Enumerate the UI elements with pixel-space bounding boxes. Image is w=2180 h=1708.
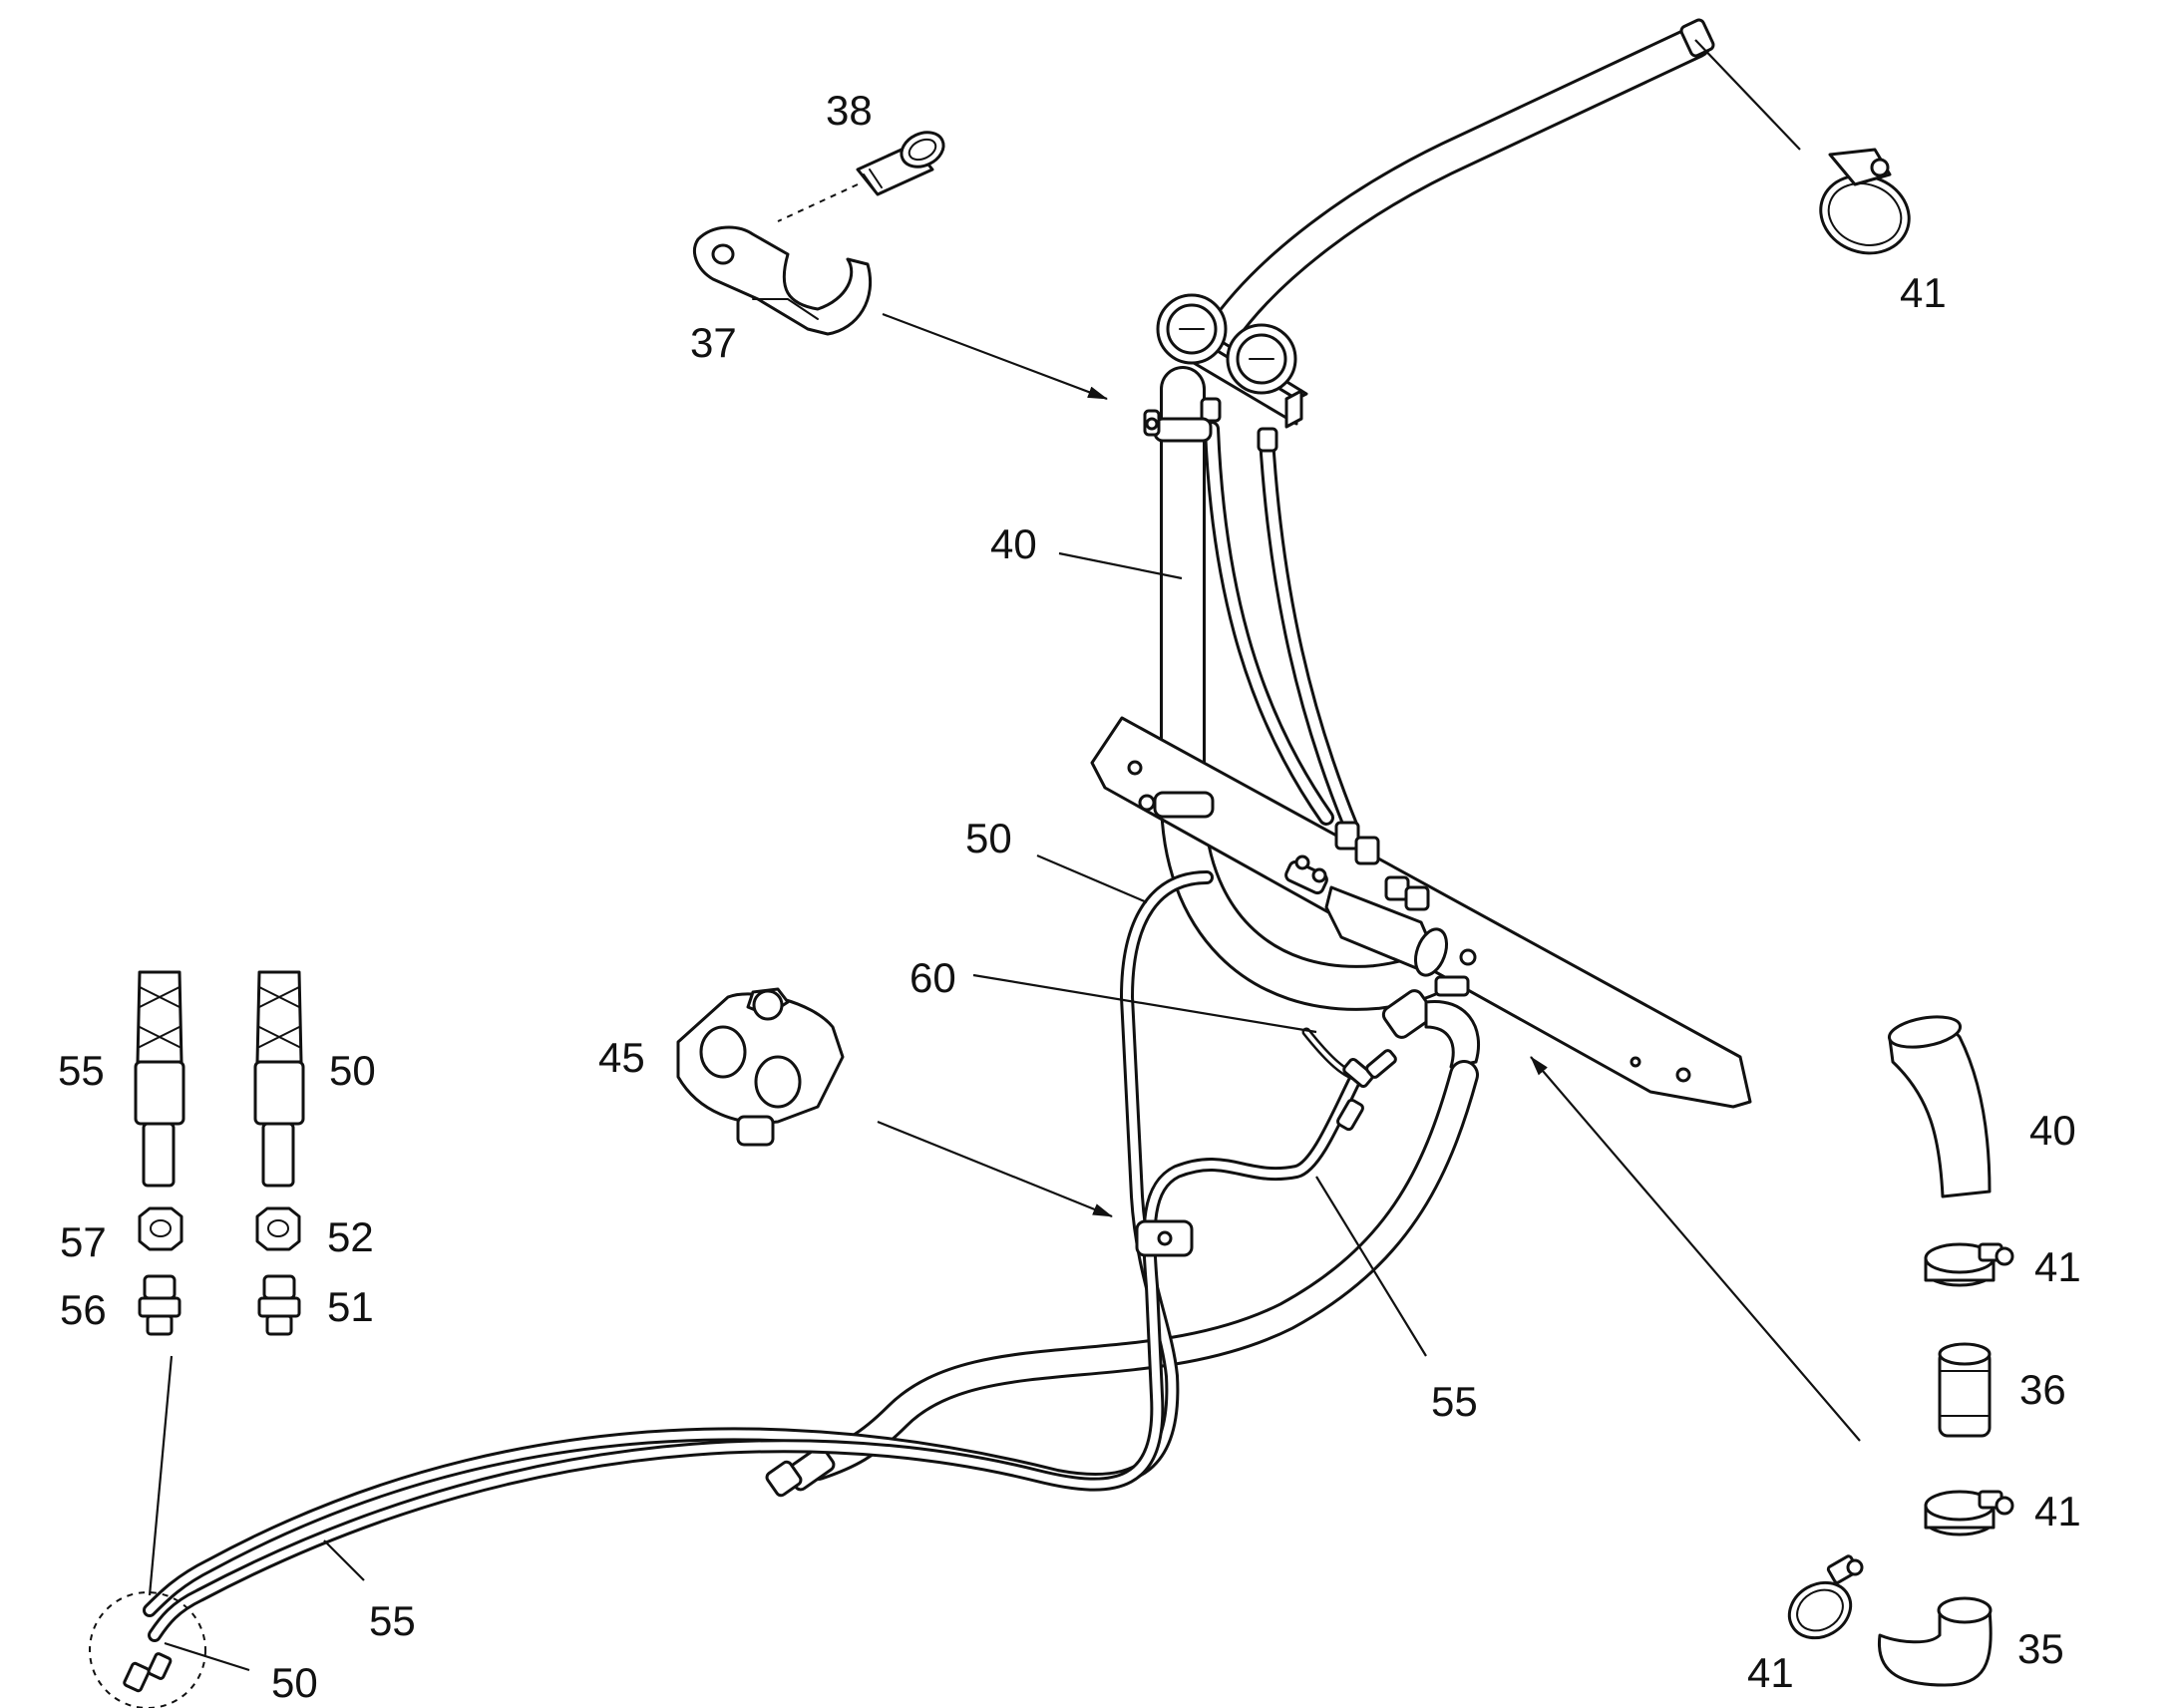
bolt-axis-line [777,183,859,222]
bolt-38 [856,131,945,196]
clamp-37 [693,225,873,336]
elbow-fitting [1381,989,1481,1069]
hose-55 [148,1070,1363,1642]
callout-55-mid: 55 [1431,1378,1478,1425]
gauge-bracket [1156,293,1308,453]
callout-52: 52 [327,1213,374,1260]
callout-55-detail: 55 [58,1047,105,1094]
gauge-icon [1156,293,1228,365]
gauge-icon [1226,323,1297,395]
hose-end-50-detail [253,970,305,1188]
elbow-hose-35 [1877,1596,1993,1687]
callout-40-right: 40 [2029,1107,2076,1154]
callout-40-main: 40 [990,520,1037,567]
callout-41-top: 41 [1900,269,1947,316]
hose-clamp-top [1143,409,1213,443]
hose-clamp-middle [1138,791,1215,819]
callout-45: 45 [598,1034,645,1081]
callout-50-main: 50 [965,815,1012,861]
main-hose-40 [1160,366,1469,1011]
hose-clamp-41-top [1819,148,1911,255]
callout-38: 38 [826,87,873,134]
nut-57 [138,1206,183,1251]
callout-60: 60 [909,954,956,1001]
detail-circle [89,1591,206,1708]
callout-35: 35 [2017,1625,2064,1672]
twin-clamp [1135,1219,1194,1257]
gauge-pipes [1204,421,1359,836]
receiver-cylinder [1324,885,1477,997]
arrow-icon [877,1120,1113,1218]
hose-60 [1301,1027,1397,1132]
hose-connector-36 [1938,1342,1992,1438]
hose-clamp-41-bottom [1787,1554,1864,1640]
large-hose-55 [765,1060,1479,1498]
callout-51: 51 [327,1283,374,1330]
nipple-56 [138,1274,182,1336]
callout-55-bottom: 55 [369,1597,416,1644]
callout-36: 36 [2019,1366,2066,1413]
arrow-icon [1530,1056,1861,1442]
arrow-icon [882,312,1108,401]
nut-52 [255,1206,301,1251]
hose-clamp-41-r1 [1924,1242,2014,1287]
callout-57: 57 [60,1218,107,1265]
callout-41-r1: 41 [2034,1243,2081,1290]
hose-bend-40 [1887,1015,1992,1198]
mounting-bracket [1090,716,1752,1109]
fitting-cluster [1284,821,1430,911]
callout-37: 37 [690,319,737,366]
callout-50-detail: 50 [329,1047,376,1094]
nipple-51 [257,1274,301,1336]
leader-line [148,1355,174,1596]
hose-clamp-41-r2 [1924,1490,2014,1537]
double-clamp-45 [676,987,845,1147]
hose-end-55-detail [134,970,185,1188]
upper-hose [1205,18,1715,351]
callout-41-r2: 41 [2034,1488,2081,1535]
callout-50-bottom: 50 [271,1659,318,1706]
callout-41-bottom: 41 [1747,1649,1794,1696]
callout-56: 56 [60,1286,107,1333]
leader-lines [164,39,1801,1672]
